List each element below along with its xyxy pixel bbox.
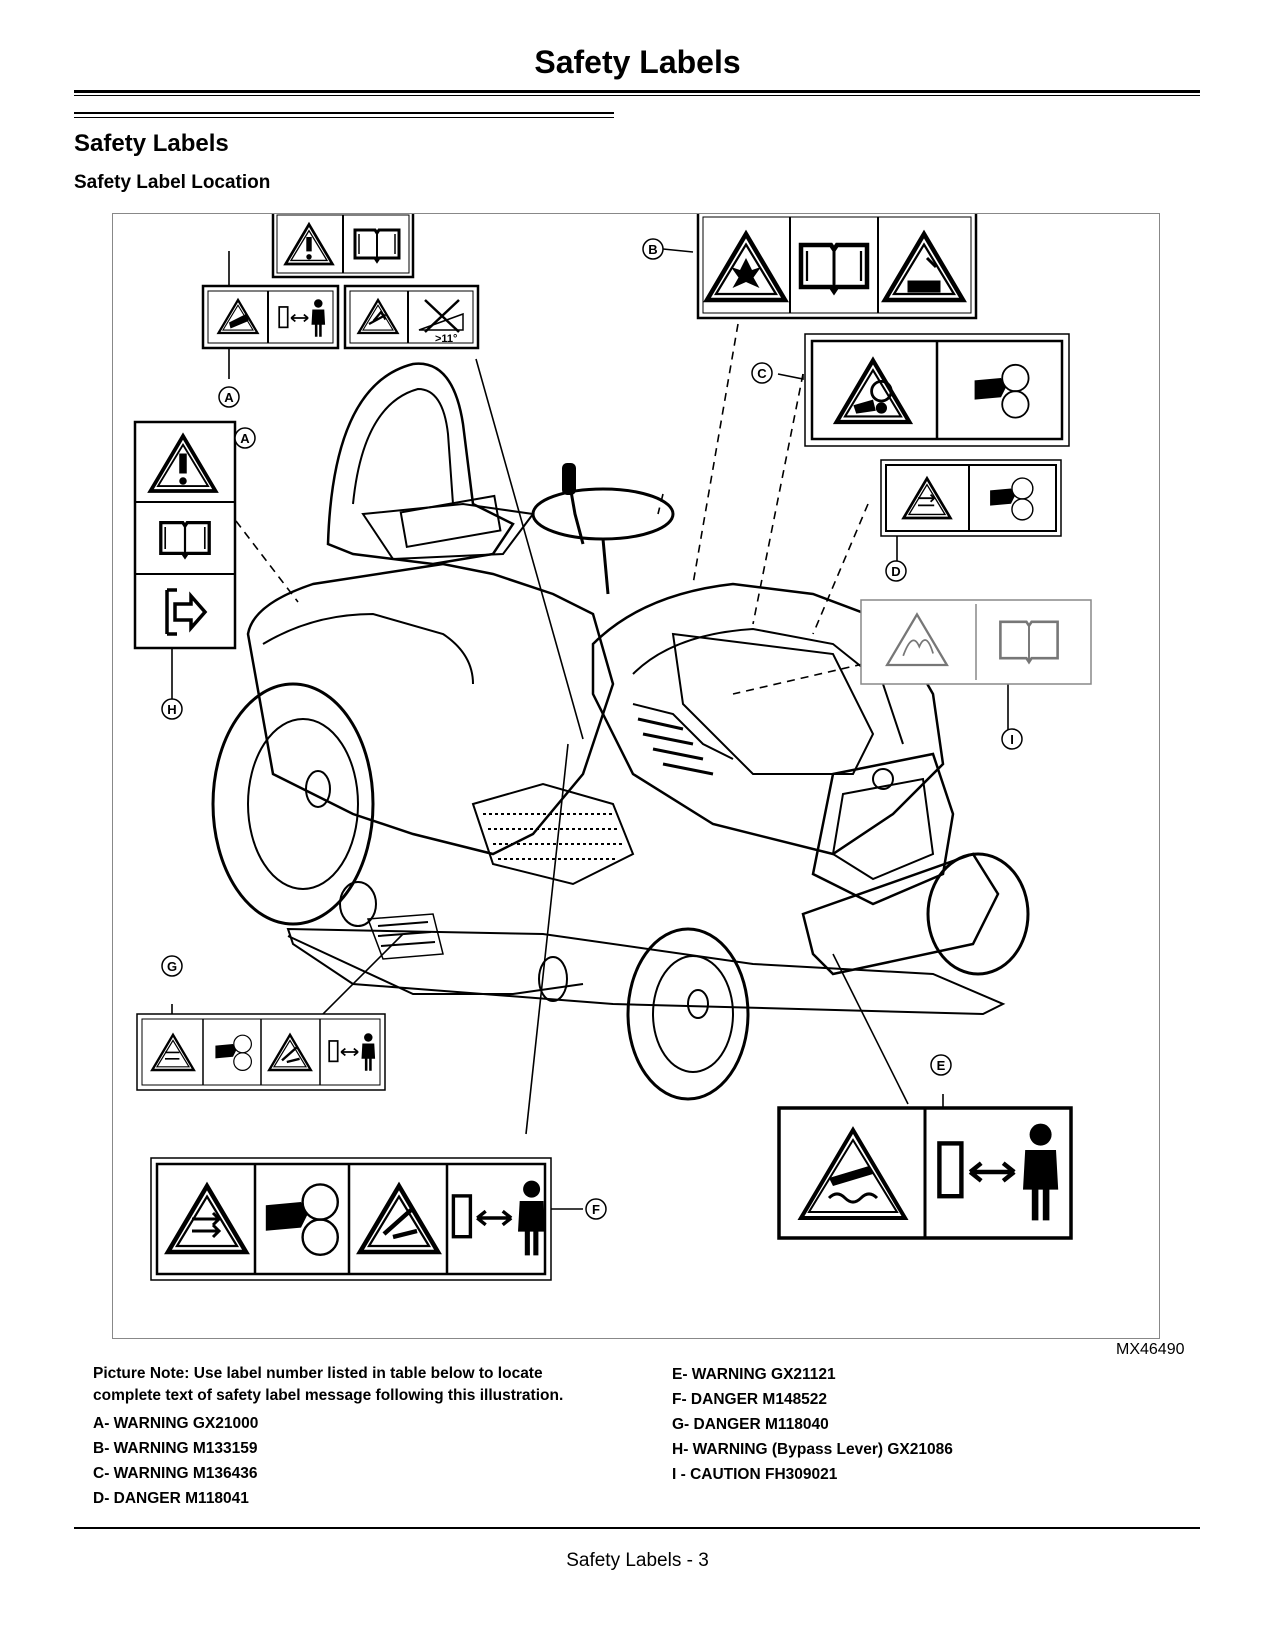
section-title: Safety Labels (74, 130, 229, 157)
label-list-item: D- DANGER M118041 (93, 1490, 249, 1507)
run-over-hazard-icon (360, 1186, 438, 1252)
safety-label-location-figure: >11° (112, 213, 1160, 1339)
header-rule-thick (74, 90, 1200, 93)
figure-id: MX46490 (1116, 1341, 1185, 1358)
callout-b: B (642, 238, 664, 260)
svg-text:H: H (167, 702, 176, 717)
label-a-lower-right: >11° (343, 284, 480, 350)
section-rule-thin (74, 117, 614, 118)
footer-rule (74, 1527, 1200, 1529)
figure-illustration: >11° (133, 214, 1092, 1281)
hot-surface-icon (797, 1126, 909, 1220)
label-list-item: F- DANGER M148522 (672, 1391, 828, 1408)
section-subtitle: Safety Label Location (74, 172, 271, 193)
thrown-objects-icon (168, 1186, 246, 1252)
page-header-title: Safety Labels (534, 44, 741, 80)
label-list-item: A- WARNING GX21000 (93, 1415, 259, 1432)
label-c (804, 333, 1070, 447)
label-a-top (271, 214, 415, 279)
callout-d: D (885, 560, 907, 582)
label-list-item: H- WARNING (Bypass Lever) GX21086 (672, 1441, 953, 1458)
svg-text:F: F (592, 1202, 600, 1217)
svg-text:I: I (1010, 732, 1014, 747)
no-slope-icon: >11° (418, 299, 464, 345)
callout-c: C (751, 362, 773, 384)
label-list-item: B- WARNING M133159 (93, 1440, 258, 1457)
label-list-item: G- DANGER M118040 (672, 1416, 829, 1433)
label-a-vertical (133, 420, 237, 650)
label-g (136, 1013, 386, 1091)
callout-e: E (930, 1054, 952, 1076)
warning-triangle-icon (284, 223, 334, 266)
corrosive-hazard-icon (885, 234, 963, 300)
svg-text:A: A (240, 431, 250, 446)
thrown-objects-icon (150, 1033, 196, 1072)
section-rule-thick (74, 112, 614, 114)
hot-parts-hazard-icon (885, 612, 949, 667)
callout-a-lower: A (234, 427, 256, 449)
page-footer: Safety Labels - 3 (566, 1550, 709, 1571)
callout-f: F (585, 1198, 607, 1220)
notes-right: E- WARNING GX21121 F- DANGER M148522 G- … (672, 1362, 1172, 1487)
explosion-hazard-icon (707, 234, 785, 300)
leader-lines (171, 248, 1009, 1210)
label-e (777, 1106, 1073, 1240)
notes-left: Picture Note: Use label number listed in… (93, 1363, 613, 1511)
label-list-item: I - CAUTION FH309021 (672, 1466, 838, 1483)
bypass-lever-icon (165, 588, 208, 636)
label-list-item: E- WARNING GX21121 (672, 1366, 836, 1383)
belt-entanglement-icon (837, 360, 910, 422)
label-b (696, 214, 978, 320)
rollover-hazard-icon (217, 298, 259, 335)
label-f (150, 1157, 552, 1281)
warning-triangle-icon (148, 434, 218, 493)
operator-manual-icon (159, 520, 211, 559)
svg-text:G: G (167, 959, 177, 974)
callout-g: G (161, 955, 183, 977)
callout-i: I (1001, 728, 1023, 750)
svg-text:A: A (224, 390, 234, 405)
operator-manual-icon (801, 245, 867, 292)
label-i (860, 599, 1092, 685)
svg-text:C: C (757, 366, 767, 381)
svg-text:B: B (648, 242, 657, 257)
operator-manual-icon (353, 228, 401, 263)
operator-manual-icon (999, 620, 1059, 665)
callout-a-upper: A (218, 386, 240, 408)
run-over-hazard-icon (268, 1033, 312, 1072)
callout-h: H (161, 698, 183, 720)
label-list-item: C- WARNING M136436 (93, 1465, 258, 1482)
label-d (880, 459, 1062, 537)
svg-text:E: E (937, 1058, 946, 1073)
picture-note: Picture Note: Use label number listed in… (93, 1365, 564, 1404)
tractor-drawing (211, 362, 1030, 1101)
svg-text:D: D (891, 564, 900, 579)
tilt-angle-text: >11° (435, 333, 457, 345)
header-rule-thin (74, 95, 1200, 96)
label-a-lower-left (201, 284, 340, 350)
thrown-objects-icon (902, 477, 952, 520)
slope-tilt-hazard-icon (357, 298, 399, 335)
